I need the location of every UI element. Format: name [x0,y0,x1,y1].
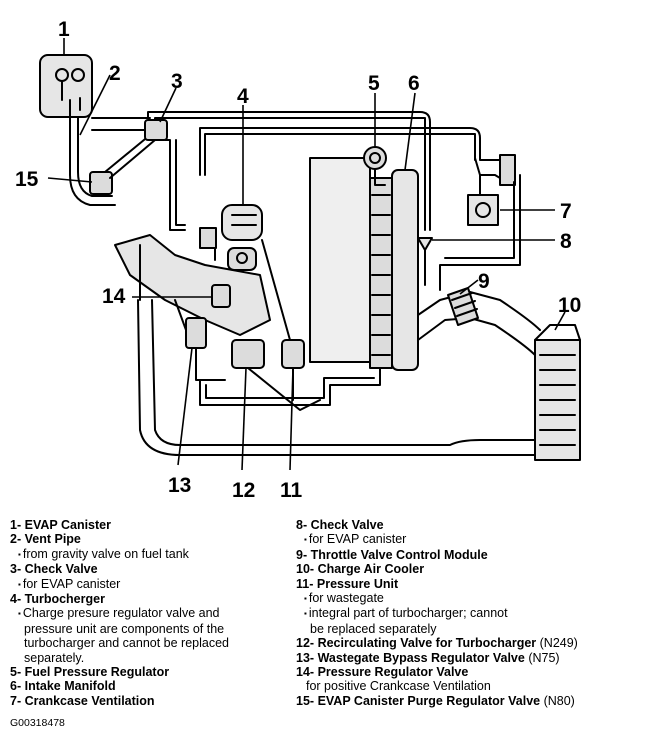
legend-item: 14- Pressure Regulator Valve [296,665,578,679]
legend-item-code: (N75) [528,650,560,665]
legend-item-note: for positive Crankcase Ventilation [306,679,491,694]
legend-item-code: (N249) [539,636,578,651]
callout-1: 1 [58,18,70,41]
callout-2: 2 [109,62,121,85]
legend-item: 7- Crankcase Ventilation [10,694,229,708]
callout-9: 9 [478,270,490,293]
legend-item-note: separately. [24,650,85,665]
legend-item: 6- Intake Manifold [10,679,229,693]
bullet-icon: ▪ [304,535,307,545]
legend-item: 4- Turbocherger [10,592,229,606]
wastegate-bypass-valve-drawing [185,317,207,349]
legend-item-number: 2- [10,532,22,547]
legend-item-name: Check Valve [310,518,384,532]
legend-item: 2- Vent Pipe [10,532,229,546]
legend-item-number: 5- [10,665,22,680]
evap-purge-valve-drawing [89,171,113,195]
legend-item-name: EVAP Canister Purge Regulator Valve [317,693,541,708]
legend-item-name: Throttle Valve Control Module [310,547,488,562]
callout-13: 13 [168,474,191,497]
callout-15: 15 [15,168,39,191]
crankcase-ventilation-drawing [467,194,499,226]
legend-item-number: 15- [296,693,315,708]
legend-item-number: 11- [296,576,314,591]
callout-12: 12 [232,479,255,502]
legend-item-number: 12- [296,636,315,651]
legend-item-number: 14- [296,665,315,680]
throttle-valve-module-drawing [447,287,479,326]
legend-item: 15- EVAP Canister Purge Regulator Valve … [296,694,578,708]
callout-14: 14 [102,285,126,308]
legend-item-name: Check Valve [24,562,98,577]
legend-item-note: turbocharger and cannot be replaced [24,636,230,651]
evap-canister-drawing [39,54,93,118]
legend-item-name: EVAP Canister [24,518,111,532]
legend-item: 12- Recirculating Valve for Turbocharger… [296,636,578,650]
bullet-icon: ▪ [18,609,21,619]
legend-item-name: Vent Pipe [24,532,81,547]
legend-item-name: Pressure Regulator Valve [317,665,469,680]
legend-item: 13- Wastegate Bypass Regulator Valve (N7… [296,651,578,665]
legend-item-note: Charge presure regulator valve and [22,606,220,621]
figure-id: G00318478 [10,717,65,729]
legend-item-note: from gravity valve on fuel tank [22,546,189,561]
legend-item-name: Pressure Unit [316,576,399,591]
bullet-icon: ▪ [18,549,21,559]
callout-7: 7 [560,200,572,223]
legend-item: 1- EVAP Canister [10,518,229,532]
legend-item-number: 8- [296,518,308,532]
legend-item-name: Turbocherger [24,592,105,607]
charge-air-cooler-drawing [534,324,581,461]
legend-item: 11- Pressure Unit [296,577,578,591]
recirculating-valve-drawing [231,339,265,369]
callout-4: 4 [237,85,249,108]
legend-item: 8- Check Valve [296,518,578,532]
check-valve-3-drawing [144,119,168,141]
legend-item: 5- Fuel Pressure Regulator [10,665,229,679]
legend-item-note: for wastegate [308,591,384,606]
legend-item-number: 1- [10,518,22,532]
legend-item: 9- Throttle Valve Control Module [296,548,578,562]
legend-item-note: for EVAP canister [22,576,121,591]
legend-item-number: 7- [10,693,22,708]
legend-item-name: Charge Air Cooler [317,562,425,577]
turbocharger-drawing [114,204,271,336]
legend-item-note: be replaced separately [310,621,437,636]
callout-8: 8 [560,230,572,253]
legend-item-number: 13- [296,650,315,665]
pressure-unit-drawing [281,339,305,369]
legend-item-note: pressure unit are components of the [24,621,225,636]
legend-item-name: Intake Manifold [24,679,116,694]
legend-item: 10- Charge Air Cooler [296,562,578,576]
legend-item-number: 6- [10,679,22,694]
legend-item-number: 3- [10,562,22,577]
check-valve-8-drawing [417,237,433,251]
engine-vacuum-diagram: 1 2 3 4 5 6 7 8 9 10 11 12 13 14 15 [15,18,581,502]
legend-item-name: Wastegate Bypass Regulator Valve [317,650,525,665]
bullet-icon: ▪ [304,609,307,619]
callout-3: 3 [171,70,183,93]
fuel-pressure-regulator-drawing [363,146,387,170]
legend-item: 3- Check Valve [10,562,229,576]
legend-item-name: Crankcase Ventilation [24,693,155,708]
callout-5: 5 [368,72,380,95]
intake-manifold-drawing [309,157,419,371]
legend-item-number: 9- [296,547,308,562]
legend-item-note: integral part of turbocharger; cannot [308,606,508,621]
bullet-icon: ▪ [18,579,21,589]
legend-item-name: Recirculating Valve for Turbocharger [317,636,537,651]
legend-item-code: (N80) [543,693,575,708]
legend-item-name: Fuel Pressure Regulator [24,665,170,680]
callout-11: 11 [280,479,303,502]
legend-item-number: 10- [296,562,315,577]
legend-item-number: 4- [10,592,22,607]
bullet-icon: ▪ [304,594,307,604]
legend-item-note: for EVAP canister [308,532,407,547]
callout-6: 6 [408,72,420,95]
callout-10: 10 [558,294,581,317]
